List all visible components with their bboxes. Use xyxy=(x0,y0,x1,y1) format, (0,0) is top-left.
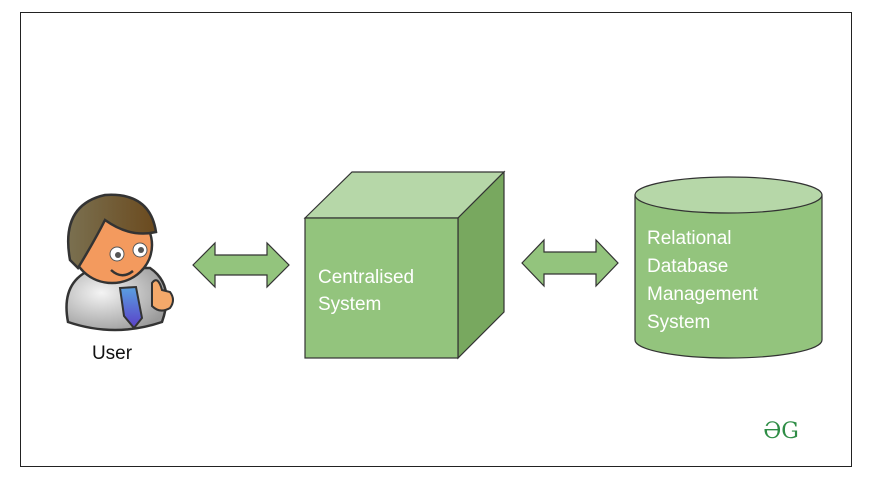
bidirectional-arrow-system-database xyxy=(521,238,619,288)
centralised-system-label-line2: System xyxy=(318,294,381,315)
centralised-system-label-line1: Centralised xyxy=(318,267,414,288)
rdbms-cylinder xyxy=(634,176,823,359)
bidirectional-arrow-user-system xyxy=(192,241,290,289)
rdbms-label-line1: Relational xyxy=(647,228,732,249)
user-label: User xyxy=(92,343,133,364)
centralised-system-cube xyxy=(303,170,506,360)
rdbms-label-line4: System xyxy=(647,312,710,333)
rdbms-label-line2: Database xyxy=(647,256,728,277)
rdbms-label-line3: Management xyxy=(647,284,759,305)
geeksforgeeks-logo: ƏG xyxy=(763,419,799,444)
user-avatar-icon xyxy=(65,193,174,332)
